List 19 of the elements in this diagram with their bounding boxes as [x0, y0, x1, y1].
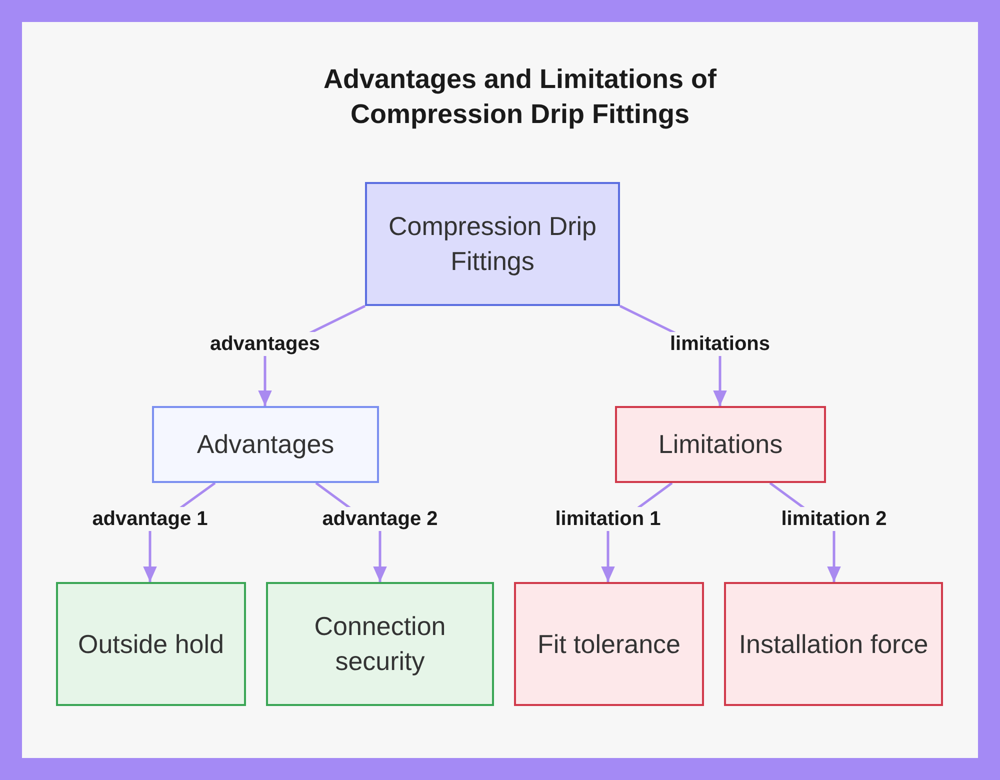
node-text: Connection security — [313, 610, 447, 678]
category-box — [152, 406, 379, 483]
limitation-box — [724, 582, 943, 706]
edge-label: advantage 1 — [90, 507, 210, 531]
node-text: Advantages — [196, 428, 334, 461]
node-text: Outside hold — [78, 628, 224, 660]
node-text: Installation force — [738, 628, 928, 660]
title: Advantages and Limitations of Compression Drip Fittings — [322, 63, 718, 131]
edge-label: limitations — [668, 332, 772, 356]
limitation-box — [514, 582, 704, 706]
node-text: Compression Drip Fittings — [387, 210, 598, 278]
node-text: Limitations — [658, 428, 783, 461]
advantage-box — [266, 582, 494, 706]
edge-label: advantage 2 — [320, 507, 440, 531]
advantage-box — [56, 582, 246, 706]
category-box — [615, 406, 826, 483]
edge-label: advantages — [208, 332, 322, 356]
topic-box — [365, 182, 620, 306]
node-text: Fit tolerance — [537, 628, 681, 660]
